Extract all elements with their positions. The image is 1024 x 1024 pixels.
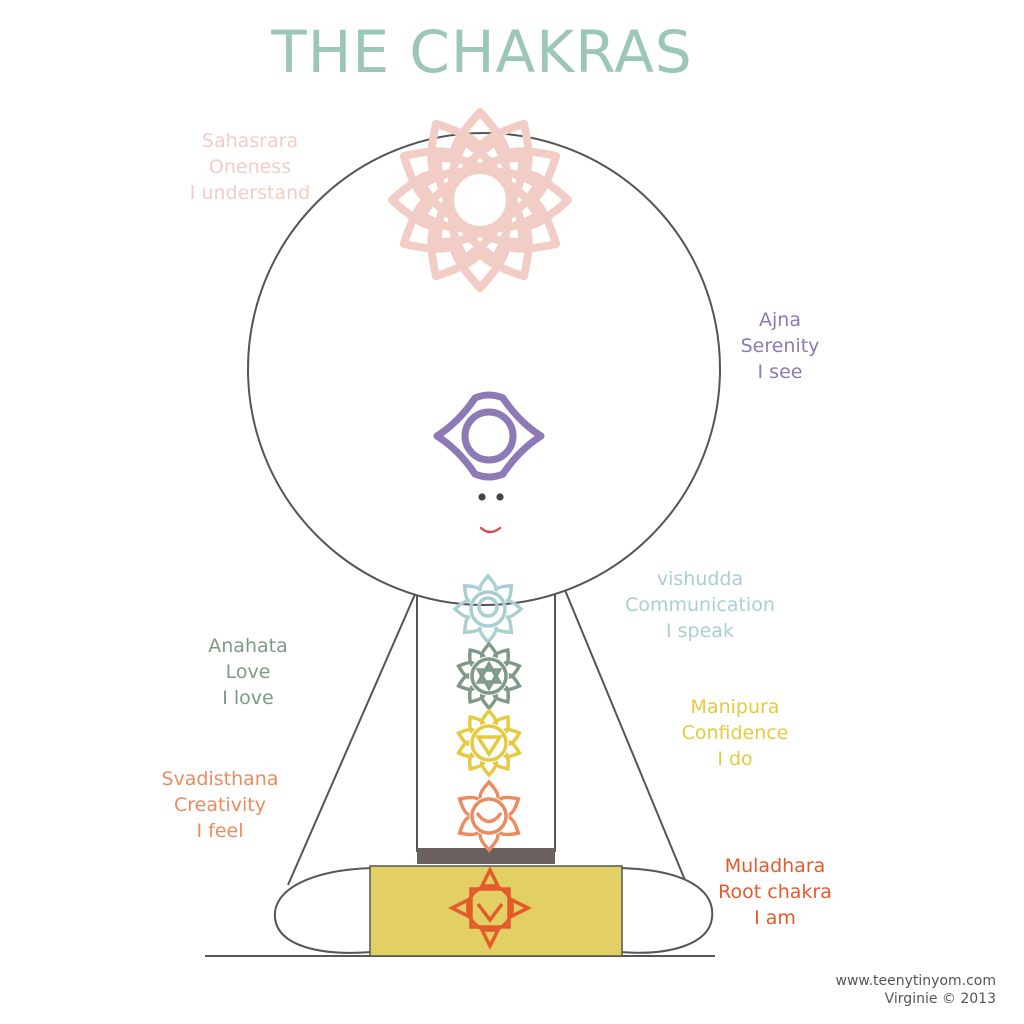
crossed-legs	[273, 866, 714, 954]
chakra-meaning: Serenity	[740, 335, 820, 357]
page-title: THE CHAKRAS	[271, 18, 693, 86]
chakra-affirmation: I do	[717, 748, 753, 770]
anahata-label: Anahata Love I love	[188, 633, 308, 711]
left-eye	[478, 493, 486, 501]
muladhara-label: Muladhara Root chakra I am	[700, 853, 850, 931]
chakra-affirmation: I see	[757, 361, 803, 383]
crescent-lotus-icon	[457, 779, 521, 853]
chakra-meaning: Confidence	[681, 722, 789, 744]
chakra-name: vishudda	[656, 568, 744, 590]
smile	[479, 526, 502, 534]
website-link[interactable]: www.teenytinyom.com	[835, 973, 996, 989]
chakra-name: Anahata	[208, 635, 288, 657]
body-outline	[287, 577, 688, 886]
chakra-name: Sahasrara	[201, 130, 299, 152]
sahasrara-label: Sahasrara Oneness I understand	[165, 128, 335, 206]
chakra-name: Manipura	[690, 696, 780, 718]
belt	[417, 848, 555, 864]
throat-lotus-icon	[452, 573, 524, 645]
chakra-affirmation: I feel	[196, 820, 244, 842]
hexagram-lotus-icon	[456, 641, 522, 711]
right-eye	[496, 493, 504, 501]
chakra-meaning: Love	[225, 661, 271, 683]
chakra-meaning: Creativity	[174, 794, 266, 816]
square-lotus-icon	[448, 866, 532, 950]
ajna-label: Ajna Serenity I see	[725, 307, 835, 385]
chakra-meaning: Root chakra	[718, 881, 832, 903]
chakra-meaning: Oneness	[208, 156, 292, 178]
svadisthana-label: Svadisthana Creativity I feel	[140, 766, 300, 844]
triangle-lotus-icon	[456, 708, 522, 778]
author-credit: Virginie © 2013	[884, 991, 996, 1007]
thousand-petal-lotus-icon	[388, 108, 572, 292]
chakra-affirmation: I am	[754, 907, 796, 929]
chakra-affirmation: I understand	[189, 182, 311, 204]
manipura-label: Manipura Confidence I do	[660, 694, 810, 772]
head	[247, 132, 721, 606]
chakra-affirmation: I love	[222, 687, 274, 709]
eye-lotus-icon	[433, 391, 545, 481]
chakra-meaning: Communication	[625, 594, 775, 616]
chakra-name: Muladhara	[724, 855, 826, 877]
chakra-name: Svadisthana	[161, 768, 279, 790]
chakra-name: Ajna	[759, 309, 801, 331]
credits: www.teenytinyom.com Virginie © 2013	[836, 972, 996, 1008]
chakra-affirmation: I speak	[666, 620, 734, 642]
vishudda-label: vishudda Communication I speak	[605, 566, 795, 644]
